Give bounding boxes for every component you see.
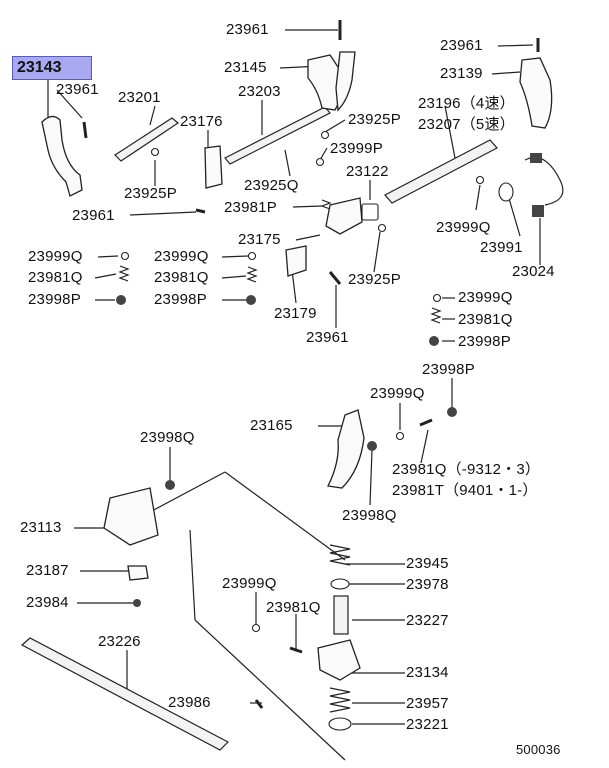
part-label[interactable]: 23998Q [342, 507, 397, 524]
part-label[interactable]: 23998P [422, 361, 475, 378]
part-label[interactable]: 23991 [480, 239, 523, 256]
part-label[interactable]: 23122 [346, 163, 389, 180]
part-label[interactable]: 23113 [20, 519, 62, 536]
part-label[interactable]: 23187 [26, 562, 69, 579]
part-label[interactable]: 23203 [238, 83, 281, 100]
part-label[interactable]: 23961 [72, 207, 115, 224]
part-label[interactable]: 23981Q [154, 269, 209, 286]
part-label[interactable]: 23981P [224, 199, 277, 216]
diagram-id: 500036 [516, 742, 561, 757]
part-label[interactable]: 23999Q [154, 248, 209, 265]
part-label[interactable]: 23961 [306, 329, 349, 346]
part-label[interactable]: 23999Q [436, 219, 491, 236]
part-label[interactable]: 23999Q [28, 248, 83, 265]
part-label[interactable]: 23145 [224, 59, 267, 76]
part-label[interactable]: 23986 [168, 694, 211, 711]
part-label[interactable]: 23999Q [458, 289, 513, 306]
part-label[interactable]: 23201 [118, 89, 161, 106]
part-label[interactable]: 23978 [406, 576, 449, 593]
part-label[interactable]: 23196（4速） [418, 95, 515, 112]
part-label[interactable]: 23227 [406, 612, 449, 629]
part-label[interactable]: 23175 [238, 231, 281, 248]
part-label[interactable]: 23139 [440, 65, 483, 82]
part-label[interactable]: 23984 [26, 594, 69, 611]
part-label[interactable]: 23176 [180, 113, 223, 130]
part-label[interactable]: 23925P [348, 271, 401, 288]
part-label[interactable]: 23179 [274, 305, 317, 322]
part-label[interactable]: 23981Q [266, 599, 321, 616]
part-label[interactable]: 23134 [406, 664, 449, 681]
part-label[interactable]: 23998P [28, 291, 81, 308]
part-label[interactable]: 23226 [98, 633, 141, 650]
part-label[interactable]: 23207（5速） [418, 116, 515, 133]
part-label[interactable]: 23165 [250, 417, 293, 434]
part-label[interactable]: 23998Q [140, 429, 195, 446]
part-label[interactable]: 23998P [154, 291, 207, 308]
part-label[interactable]: 23961 [226, 21, 269, 38]
highlighted-part-number: 23143 [17, 59, 62, 76]
part-label[interactable]: 23998P [458, 333, 511, 350]
part-label[interactable]: 23981Q [28, 269, 83, 286]
part-label[interactable]: 23981Q [458, 311, 513, 328]
part-label[interactable]: 23961 [56, 81, 99, 98]
part-label[interactable]: 23957 [406, 695, 449, 712]
part-label[interactable]: 23221 [406, 716, 449, 733]
part-label[interactable]: 23999Q [222, 575, 277, 592]
highlighted-part-label[interactable]: 23143 [12, 56, 92, 80]
part-label[interactable]: 23945 [406, 555, 449, 572]
part-label[interactable]: 23999P [330, 140, 383, 157]
part-label[interactable]: 23925Q [244, 177, 299, 194]
part-label[interactable]: 23925P [348, 111, 401, 128]
part-label[interactable]: 23925P [124, 185, 177, 202]
part-label[interactable]: 23981T（9401・1-） [392, 482, 538, 499]
part-label[interactable]: 23961 [440, 37, 483, 54]
part-label[interactable]: 23024 [512, 263, 555, 280]
part-label[interactable]: 23981Q（-9312・3） [392, 461, 541, 478]
part-label[interactable]: 23999Q [370, 385, 425, 402]
